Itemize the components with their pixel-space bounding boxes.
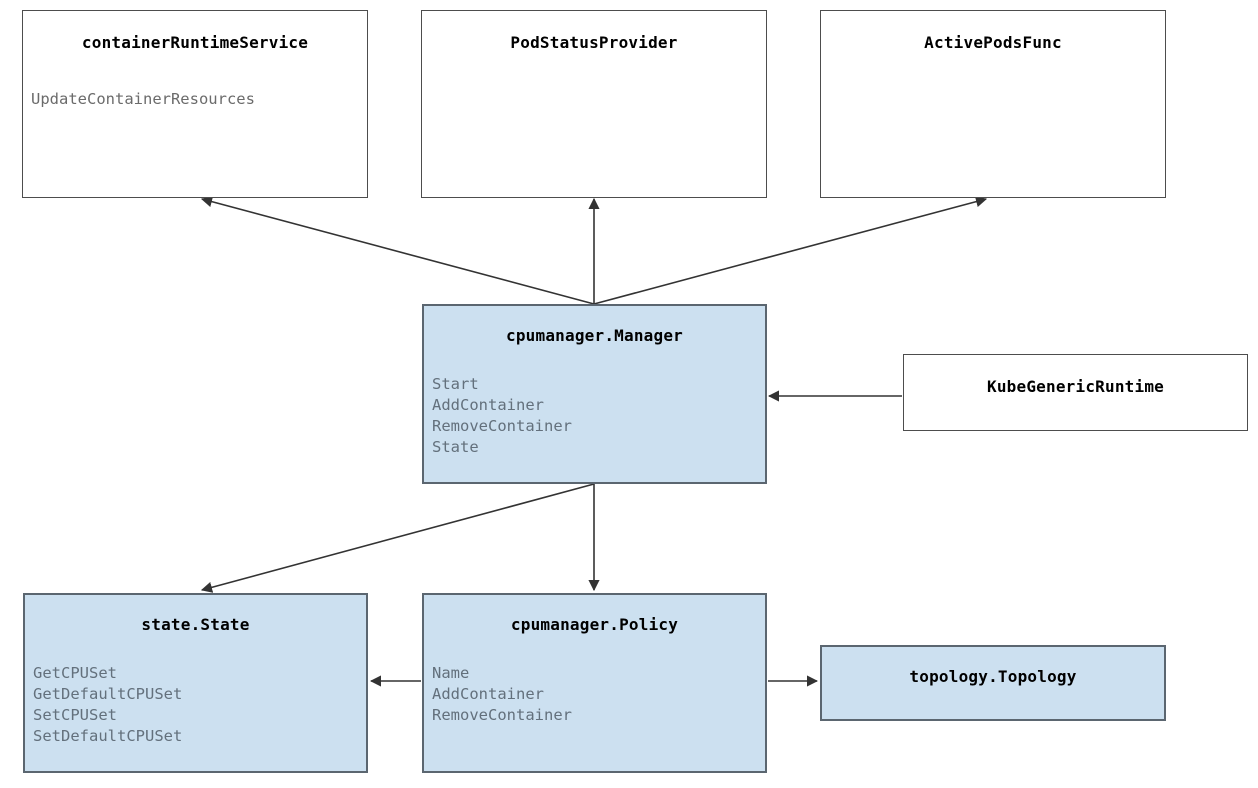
class-method: GetCPUSet [33,664,117,682]
class-method: SetCPUSet [33,706,117,724]
class-method: UpdateContainerResources [31,90,255,108]
class-method-list-containerRuntimeService: UpdateContainerResources [31,89,361,110]
class-box-activePodsFunc[interactable]: ActivePodsFunc [820,10,1166,198]
class-title-activePodsFunc: ActivePodsFunc [924,33,1062,52]
class-method: State [432,438,479,456]
class-title-cpumanagerPolicy: cpumanager.Policy [510,615,679,634]
class-method: Name [432,664,470,682]
class-method: RemoveContainer [432,417,572,435]
class-box-podStatusProvider[interactable]: PodStatusProvider [421,10,767,198]
class-box-topologyTopology[interactable]: topology.Topology [820,645,1166,721]
class-box-kubeGenericRuntime[interactable]: KubeGenericRuntime [903,354,1248,431]
class-method: Start [432,375,479,393]
class-method: RemoveContainer [432,706,572,724]
class-title-containerRuntimeService: containerRuntimeService [81,33,309,52]
class-method: AddContainer [432,685,544,703]
edge-manager-to-activePodsFunc [593,196,988,305]
class-title-kubeGenericRuntime: KubeGenericRuntime [987,377,1164,396]
class-title-podStatusProvider: PodStatusProvider [510,33,678,52]
class-method: AddContainer [432,396,544,414]
class-method: GetDefaultCPUSet [33,685,183,703]
class-title-topologyTopology: topology.Topology [909,667,1077,686]
class-title-cpumanagerManager: cpumanager.Manager [506,326,683,345]
class-method: SetDefaultCPUSet [33,727,183,745]
class-title-stateState: state.State [141,615,250,634]
edge-manager-to-stateState [200,483,595,593]
edge-manager-to-containerRuntimeService [200,196,595,305]
